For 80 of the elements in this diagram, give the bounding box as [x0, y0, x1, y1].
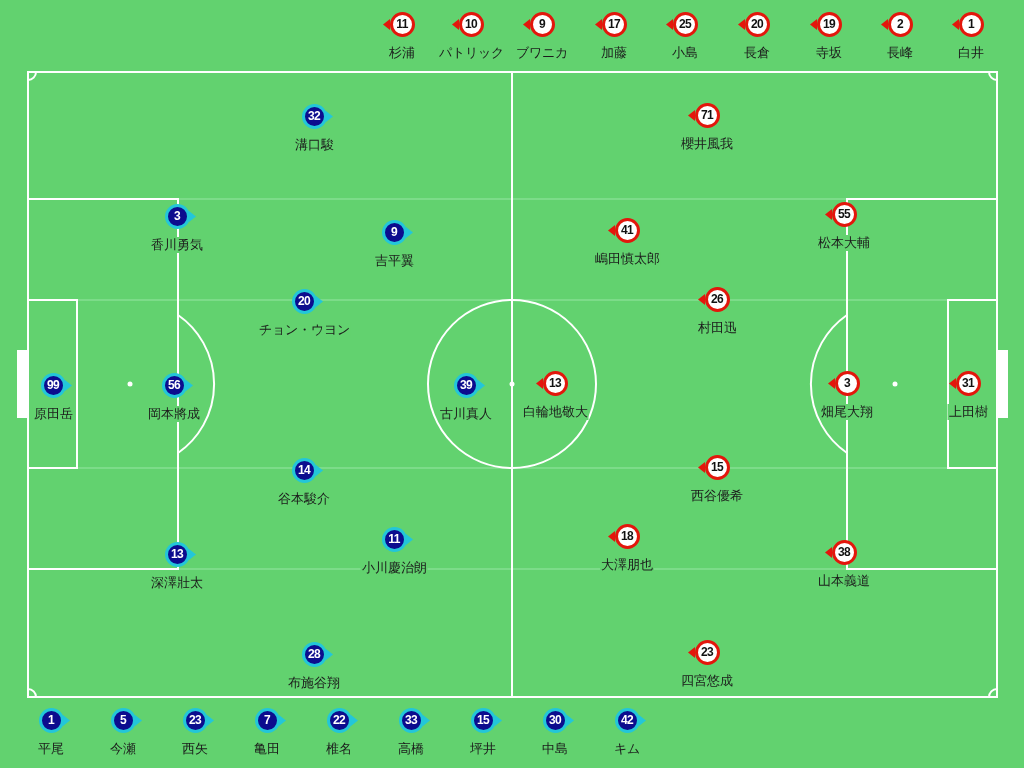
player-marker: 11 [389, 11, 415, 37]
player-marker: 33 [398, 707, 424, 733]
player-name: 山本義道 [817, 573, 871, 589]
player-marker: 13 [542, 370, 568, 396]
player-marker: 14 [291, 457, 317, 483]
player-marker: 28 [301, 641, 327, 667]
player-marker: 38 [831, 539, 857, 565]
player-name: 大澤朋也 [600, 557, 654, 573]
player-marker: 99 [40, 372, 66, 398]
player-marker: 15 [470, 707, 496, 733]
player-name: チョン・ウヨン [257, 322, 351, 338]
player-name: 長峰 [886, 45, 914, 61]
player-name: 四宮悠成 [680, 673, 734, 689]
player-name: 香川勇気 [150, 237, 204, 253]
player-name: 西谷優希 [690, 488, 744, 504]
player-name: 古川真人 [439, 406, 493, 422]
player-name: 白井 [957, 45, 985, 61]
player-marker: 22 [326, 707, 352, 733]
player-name: 坪井 [469, 741, 497, 757]
player-name: 白輪地敬大 [521, 404, 589, 420]
player-marker: 11 [381, 526, 407, 552]
player-marker: 19 [816, 11, 842, 37]
player-marker: 31 [955, 370, 981, 396]
player-name: 西矢 [181, 741, 209, 757]
player-marker: 5 [110, 707, 136, 733]
player-marker: 9 [381, 219, 407, 245]
player-marker: 71 [694, 102, 720, 128]
player-marker: 1 [958, 11, 984, 37]
player-marker: 18 [614, 523, 640, 549]
player-name: 村田迅 [696, 320, 738, 336]
player-name: 松本大輔 [817, 235, 871, 251]
player-name: 高橋 [397, 741, 425, 757]
player-marker: 26 [704, 286, 730, 312]
player-marker: 23 [694, 639, 720, 665]
player-name: 畑尾大翔 [820, 404, 874, 420]
player-marker: 3 [164, 203, 190, 229]
player-marker: 3 [834, 370, 860, 396]
player-name: 小川慶治朗 [360, 560, 428, 576]
player-name: 溝口駿 [293, 137, 335, 153]
player-name: 岡本將成 [147, 406, 201, 422]
player-name: 吉平翼 [373, 253, 415, 269]
player-name: パトリック [437, 45, 505, 61]
player-name: 原田岳 [32, 406, 74, 422]
player-marker: 30 [542, 707, 568, 733]
player-name: 上田樹 [947, 404, 989, 420]
player-marker: 23 [182, 707, 208, 733]
player-name: 谷本駿介 [277, 491, 331, 507]
player-marker: 10 [458, 11, 484, 37]
player-name: 長倉 [743, 45, 771, 61]
player-name: 布施谷翔 [287, 675, 341, 691]
player-marker: 13 [164, 541, 190, 567]
player-name: 寺坂 [815, 45, 843, 61]
player-marker: 32 [301, 103, 327, 129]
player-marker: 41 [614, 217, 640, 243]
player-name: ブワニカ [515, 45, 569, 61]
player-marker: 42 [614, 707, 640, 733]
player-marker: 7 [254, 707, 280, 733]
player-name: 椎名 [325, 741, 353, 757]
player-name: 中島 [541, 741, 569, 757]
player-name: 櫻井風我 [680, 136, 734, 152]
player-marker: 25 [672, 11, 698, 37]
player-name: 加藤 [600, 45, 628, 61]
player-name: 杉浦 [388, 45, 416, 61]
player-name: 今瀬 [109, 741, 137, 757]
player-marker: 2 [887, 11, 913, 37]
player-name: キム [613, 741, 641, 757]
player-name: 小島 [671, 45, 699, 61]
player-name: 平尾 [37, 741, 65, 757]
player-marker: 55 [831, 201, 857, 227]
player-name: 嶋田慎太郎 [593, 251, 661, 267]
player-marker: 20 [291, 288, 317, 314]
player-name: 亀田 [253, 741, 281, 757]
player-marker: 1 [38, 707, 64, 733]
player-marker: 20 [744, 11, 770, 37]
player-name: 深澤壯太 [150, 575, 204, 591]
player-marker: 9 [529, 11, 555, 37]
player-marker: 39 [453, 372, 479, 398]
player-marker: 56 [161, 372, 187, 398]
player-marker: 17 [601, 11, 627, 37]
player-marker: 15 [704, 454, 730, 480]
